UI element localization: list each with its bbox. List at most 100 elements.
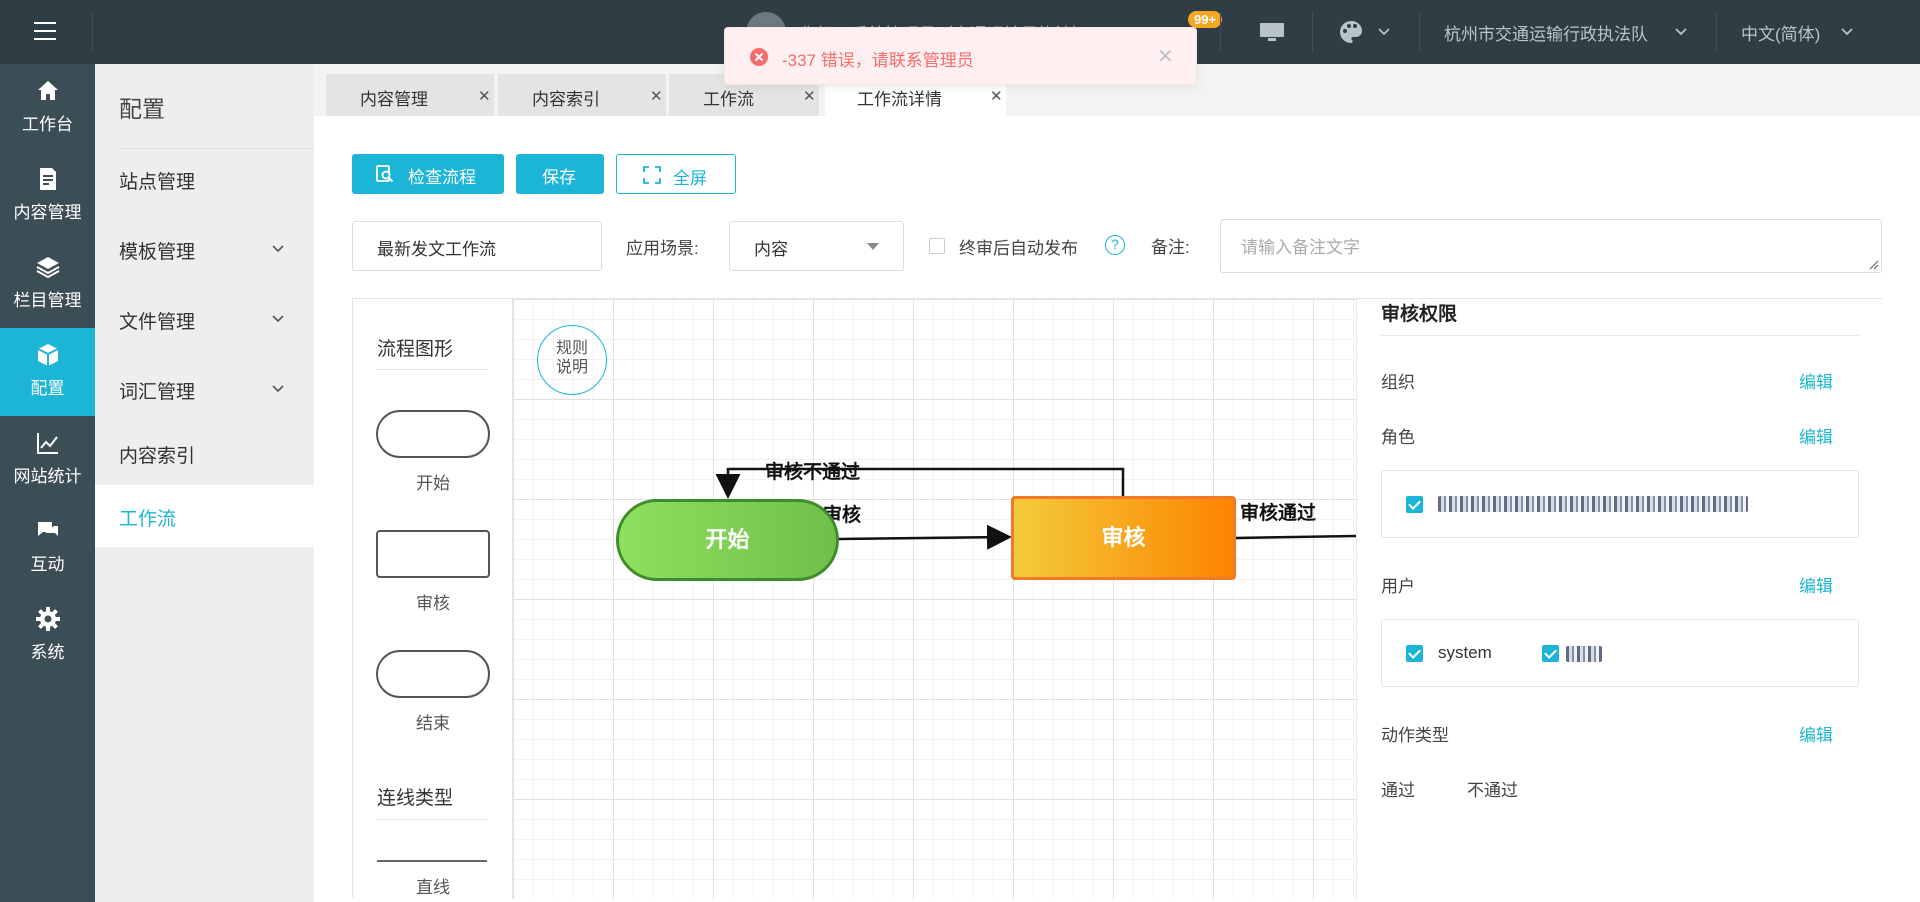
chat-icon xyxy=(37,522,58,536)
chevron-down-icon xyxy=(272,245,284,253)
scene-select[interactable]: 内容 xyxy=(729,221,904,271)
user-label: 用户 xyxy=(1381,577,1415,596)
nav-item-label: 系统 xyxy=(30,643,65,662)
workflow-editor: 流程图形 开始 审核 结束 连线类型 直线 规则 说明 xyxy=(352,298,1882,899)
top-divider xyxy=(1716,12,1717,52)
chevron-down-icon[interactable] xyxy=(1840,25,1854,39)
subnav-item-files[interactable]: 文件管理 xyxy=(95,288,314,350)
palette-review-caption: 审核 xyxy=(416,594,450,613)
divider xyxy=(119,148,314,149)
subnav-item-workflow[interactable]: 工作流 xyxy=(95,485,314,547)
sub-sidebar-title: 配置 xyxy=(119,96,165,122)
close-icon[interactable]: ✕ xyxy=(478,88,491,105)
nav-item-label: 栏目管理 xyxy=(13,291,82,310)
review-node[interactable]: 审核 xyxy=(1011,496,1236,580)
top-divider xyxy=(92,12,93,52)
palette-review-shape[interactable] xyxy=(376,530,490,578)
chart-line-icon xyxy=(36,433,58,454)
edit-action-link[interactable]: 编辑 xyxy=(1799,726,1833,745)
close-icon[interactable]: ✕ xyxy=(650,88,663,105)
language-selector[interactable]: 中文(简体) xyxy=(1741,25,1821,44)
palette-start-shape[interactable] xyxy=(376,410,490,458)
auto-publish-label: 终审后自动发布 xyxy=(959,239,1078,258)
start-node[interactable]: 开始 xyxy=(616,499,839,581)
nav-item-label: 内容管理 xyxy=(13,203,82,222)
workflow-canvas[interactable]: 规则 说明 审核不通过 提交审核 审核通过 开始 审核 xyxy=(513,299,1356,899)
edit-user-link[interactable]: 编辑 xyxy=(1799,577,1833,596)
properties-title: 审核权限 xyxy=(1381,304,1458,325)
notification-badge[interactable]: 99+ xyxy=(1188,11,1223,28)
nav-item-content[interactable]: 内容管理 xyxy=(0,152,95,240)
edge-reject-label[interactable]: 审核不通过 xyxy=(765,462,861,483)
edit-role-link[interactable]: 编辑 xyxy=(1799,428,1833,447)
caret-down-icon xyxy=(867,243,879,250)
rules-button[interactable]: 规则 说明 xyxy=(537,325,607,395)
properties-panel: 审核权限 组织 编辑 角色 编辑 用户 编辑 system 动作类型 编辑 通过… xyxy=(1356,299,1882,899)
save-button[interactable]: 保存 xyxy=(516,154,604,194)
nav-item-workbench[interactable]: 工作台 xyxy=(0,64,95,152)
organization-selector[interactable]: 杭州市交通运输行政执法队 xyxy=(1444,25,1648,44)
edge-pass-label[interactable]: 审核通过 xyxy=(1240,503,1317,524)
remark-textarea[interactable]: 请输入备注文字 xyxy=(1220,219,1882,273)
action-reject-option[interactable]: 不通过 xyxy=(1467,781,1518,800)
subnav-item-vocabulary[interactable]: 词汇管理 xyxy=(95,358,314,420)
nav-item-config[interactable]: 配置 xyxy=(0,328,95,416)
subnav-item-template[interactable]: 模板管理 xyxy=(95,218,314,280)
workflow-name-input[interactable]: 最新发文工作流 xyxy=(352,221,602,271)
chevron-down-icon[interactable] xyxy=(1377,25,1391,39)
user-name-redacted xyxy=(1566,646,1602,662)
save-label: 保存 xyxy=(542,168,576,187)
nav-item-columns[interactable]: 栏目管理 xyxy=(0,240,95,328)
tab-label: 工作流 xyxy=(703,90,754,109)
action-pass-option[interactable]: 通过 xyxy=(1381,781,1415,800)
tab-label: 内容索引 xyxy=(532,90,600,109)
top-divider xyxy=(1312,12,1313,52)
palette-straight-line[interactable] xyxy=(377,860,487,862)
home-icon xyxy=(37,81,58,100)
chevron-down-icon xyxy=(272,385,284,393)
sub-sidebar: 配置 站点管理 模板管理 文件管理 词汇管理 内容索引 工作流 xyxy=(95,64,314,902)
nav-item-interaction[interactable]: 互动 xyxy=(0,504,95,592)
palette-end-shape[interactable] xyxy=(376,650,490,698)
fullscreen-button[interactable]: 全屏 xyxy=(616,154,736,194)
edge-reject xyxy=(715,467,1125,499)
check-flow-button[interactable]: 检查流程 xyxy=(352,154,504,194)
monitor-icon[interactable] xyxy=(1259,22,1285,42)
palette-icon[interactable] xyxy=(1338,19,1364,45)
edge-pass xyxy=(1235,534,1356,540)
edge-submit xyxy=(838,524,1012,550)
tab-content-index[interactable]: 内容索引 ✕ xyxy=(498,74,666,116)
edit-org-link[interactable]: 编辑 xyxy=(1799,373,1833,392)
palette-straight-caption: 直线 xyxy=(416,878,450,897)
hamburger-menu-icon[interactable] xyxy=(34,22,56,40)
auto-publish-checkbox[interactable] xyxy=(929,238,945,254)
nav-item-statistics[interactable]: 网站统计 xyxy=(0,416,95,504)
layers-icon xyxy=(36,257,59,279)
palette-shapes-title: 流程图形 xyxy=(377,339,454,360)
role-checkbox[interactable] xyxy=(1406,496,1423,513)
user-checkbox[interactable] xyxy=(1406,645,1423,662)
remark-placeholder: 请输入备注文字 xyxy=(1241,238,1360,257)
resize-handle-icon[interactable] xyxy=(1869,260,1879,270)
document-icon xyxy=(39,168,56,190)
divider xyxy=(377,819,487,820)
fullscreen-label: 全屏 xyxy=(673,169,707,188)
role-list xyxy=(1381,470,1859,538)
close-icon[interactable]: ✕ xyxy=(990,88,1003,105)
nav-item-system[interactable]: 系统 xyxy=(0,592,95,680)
close-icon[interactable]: ✕ xyxy=(803,88,816,105)
chevron-down-icon[interactable] xyxy=(1674,25,1688,39)
subnav-item-site[interactable]: 站点管理 xyxy=(95,148,314,210)
subnav-item-content-index[interactable]: 内容索引 xyxy=(95,422,314,484)
close-icon[interactable]: ✕ xyxy=(1157,46,1174,68)
help-icon[interactable]: ? xyxy=(1105,235,1125,255)
tab-content-management[interactable]: 内容管理 ✕ xyxy=(326,74,494,116)
nav-item-label: 工作台 xyxy=(22,115,73,134)
subnav-item-label: 词汇管理 xyxy=(119,382,196,403)
tab-label: 内容管理 xyxy=(360,90,428,109)
role-label: 角色 xyxy=(1381,428,1415,447)
user-checkbox[interactable] xyxy=(1542,645,1559,662)
divider xyxy=(1381,335,1859,336)
rules-label: 说明 xyxy=(555,359,588,376)
subnav-item-label: 工作流 xyxy=(119,509,177,530)
